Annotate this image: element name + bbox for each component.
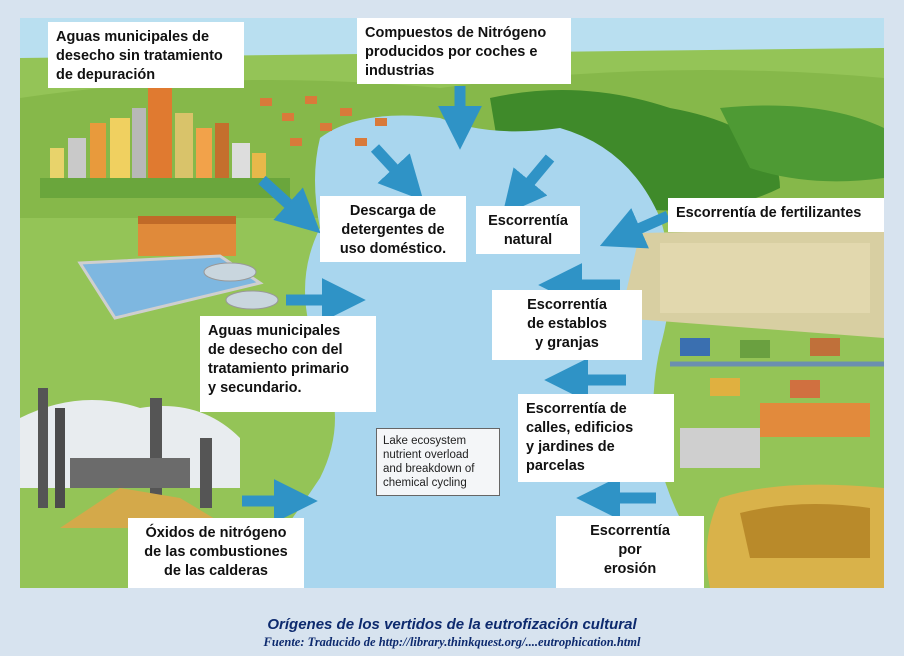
arrow-natural-runoff xyxy=(502,154,555,216)
label-treated-sewage: Aguas municipales de desecho con del tra… xyxy=(200,316,376,412)
arrow-untreated-sewage xyxy=(258,175,321,234)
label-erosion-runoff: Escorrentía por erosión xyxy=(556,516,704,588)
caption-source: Fuente: Traducido de http://library.thin… xyxy=(263,635,641,649)
arrow-fertilizer xyxy=(599,208,671,249)
label-nitrogen-compounds: Compuestos de Nitrógeno producidos por c… xyxy=(357,18,571,84)
arrow-detergents xyxy=(370,144,424,201)
caption-title: Orígenes de los vertidos de la eutrofiza… xyxy=(267,616,637,633)
ecosystem-note: Lake ecosystem nutrient overload and bre… xyxy=(376,428,500,496)
label-fertilizer-runoff: Escorrentía de fertilizantes xyxy=(668,198,884,232)
quarry xyxy=(706,484,884,588)
farm xyxy=(620,228,884,338)
label-nitrogen-oxides: Óxidos de nitrógeno de las combustiones … xyxy=(128,518,304,588)
factory xyxy=(20,388,240,528)
city xyxy=(40,88,290,198)
label-street-runoff: Escorrentía de calles, edificios y jardi… xyxy=(518,394,674,482)
village xyxy=(260,96,387,146)
landscape-illustration xyxy=(20,18,884,588)
label-natural-runoff: Escorrentía natural xyxy=(476,206,580,254)
label-untreated-sewage: Aguas municipales de desecho sin tratami… xyxy=(48,22,244,88)
label-detergents: Descarga de detergentes de uso doméstico… xyxy=(320,196,466,262)
treatment-plant xyxy=(77,216,279,320)
illustration-frame: Aguas municipales de desecho sin tratami… xyxy=(20,18,884,588)
town xyxy=(680,403,870,468)
suburb xyxy=(670,338,884,398)
flow-arrows xyxy=(242,86,671,523)
label-stable-runoff: Escorrentía de establos y granjas xyxy=(492,290,642,360)
